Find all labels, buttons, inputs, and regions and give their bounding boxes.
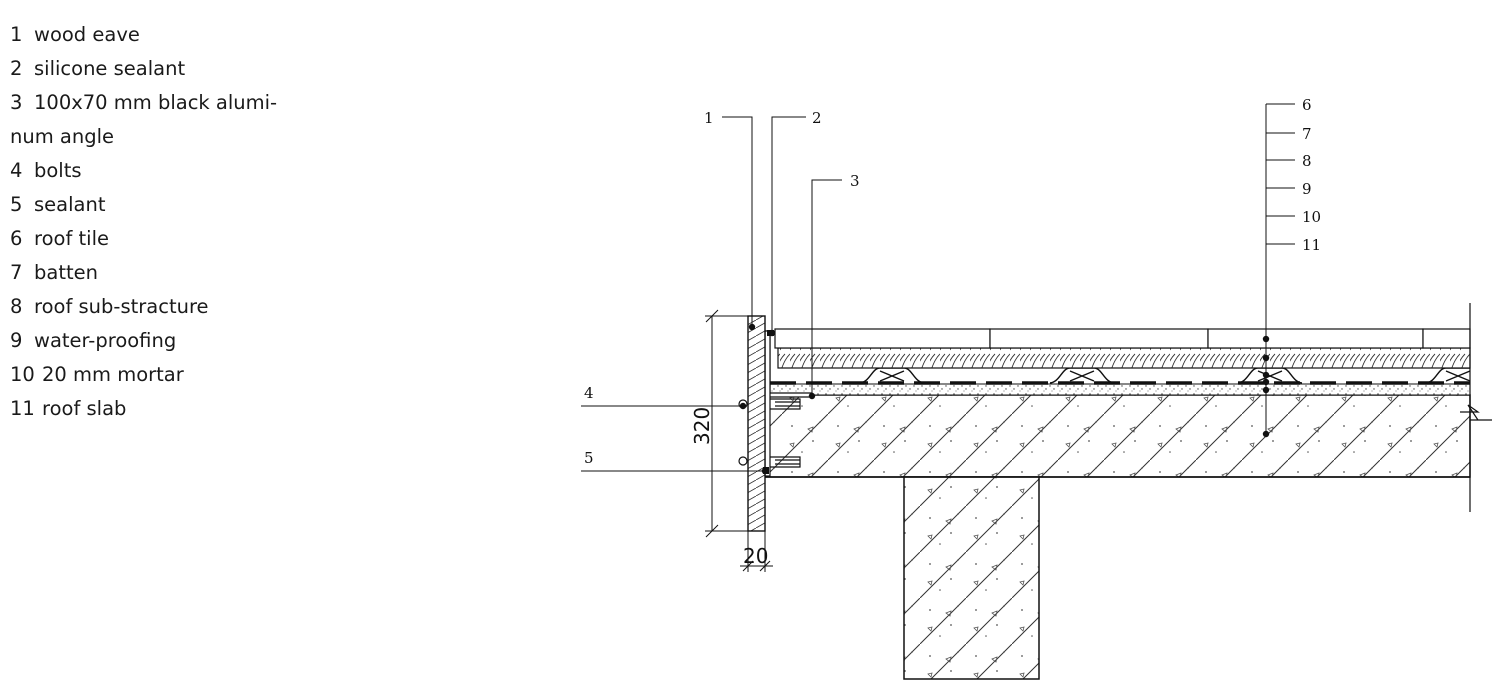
leader-dot <box>1262 386 1270 394</box>
legend-text: roof tile <box>34 227 109 250</box>
thickness-dimension <box>740 531 773 572</box>
legend-item: 10 20 mm mortar <box>10 358 350 392</box>
callout-4: 4 <box>584 384 594 402</box>
leader-dot <box>1262 371 1270 379</box>
tick <box>759 560 771 572</box>
legend-text: water-proofing <box>34 329 177 352</box>
legend-text: wood eave <box>34 23 140 46</box>
legend-number: 6 <box>10 227 23 250</box>
roof-tile <box>1422 328 1471 349</box>
leader-2 <box>771 116 806 333</box>
concrete-beam <box>903 476 1040 680</box>
legend-item: 11 roof slab <box>10 392 350 426</box>
batten-cross <box>879 370 905 382</box>
roof-tile <box>989 328 1209 349</box>
tick <box>705 309 719 323</box>
bolt <box>770 398 801 410</box>
roof-tile <box>774 328 991 349</box>
roof-sub-structure <box>777 347 1471 369</box>
break-symbol <box>1460 404 1492 421</box>
legend-list: 1 wood eave 2 silicone sealant 3 100x70 mm … <box>10 18 350 426</box>
tick <box>742 560 754 572</box>
legend-item: 1 wood eave <box>10 18 350 52</box>
legend-number: 4 <box>10 159 23 182</box>
batten-cross <box>1069 370 1095 382</box>
callout-9: 9 <box>1302 180 1312 198</box>
leader-3 <box>811 179 842 396</box>
mortar-layer <box>767 383 1471 396</box>
leader-dot <box>808 392 816 400</box>
legend-text: 20 mm mortar <box>42 363 184 386</box>
bolt-head <box>738 456 748 466</box>
batten-group <box>859 367 1471 384</box>
legend-text: bolts <box>34 159 82 182</box>
legend-item-continuation: num angle <box>10 120 350 154</box>
callout-2: 2 <box>812 109 822 127</box>
bolt <box>770 456 801 468</box>
legend-number: 11 <box>10 397 35 420</box>
roof-tile-group <box>774 328 1471 349</box>
leader-dots <box>739 323 1270 475</box>
leader-dot <box>1262 378 1270 386</box>
legend-text: sealant <box>34 193 106 216</box>
legend-number: 5 <box>10 193 23 216</box>
callout-7: 7 <box>1302 125 1312 143</box>
leader-dot <box>748 323 756 331</box>
wood-eave-board <box>747 315 766 532</box>
legend-number: 10 <box>10 363 35 386</box>
roof-slab <box>764 394 1471 478</box>
thickness-dimension-value: 20 <box>743 544 768 568</box>
leader-1 <box>722 116 753 327</box>
batten-cross <box>1445 370 1471 382</box>
legend-text: num angle <box>10 125 115 148</box>
legend-number: 3 <box>10 91 23 114</box>
leader-dot <box>1262 430 1270 438</box>
callout-11: 11 <box>1302 236 1321 254</box>
callout-10: 10 <box>1302 208 1321 226</box>
legend-number: 8 <box>10 295 23 318</box>
legend-text: roof sub-stracture <box>34 295 209 318</box>
legend-number: 7 <box>10 261 23 284</box>
legend-text: 100x70 mm black alumi- <box>34 91 278 114</box>
batten-cross <box>1257 370 1283 382</box>
tick <box>705 524 719 538</box>
callout-1: 1 <box>704 109 714 127</box>
leader-dot <box>739 402 747 410</box>
legend-text: roof slab <box>42 397 127 420</box>
callout-3: 3 <box>850 172 860 190</box>
height-dimension-value: 320 <box>690 407 714 445</box>
roof-tile <box>1207 328 1424 349</box>
legend-number: 2 <box>10 57 23 80</box>
legend-number: 9 <box>10 329 23 352</box>
leader-dot <box>761 467 769 475</box>
legend-item: 5 sealant <box>10 188 350 222</box>
legend-text: silicone sealant <box>34 57 186 80</box>
legend-item: 2 silicone sealant <box>10 52 350 86</box>
callout-6: 6 <box>1302 96 1312 114</box>
aluminium-angle-vertical <box>764 330 771 477</box>
callout-5: 5 <box>584 449 594 467</box>
legend-item: 4 bolts <box>10 154 350 188</box>
legend-number: 1 <box>10 23 23 46</box>
legend-item: 6 roof tile <box>10 222 350 256</box>
legend-item: 3 100x70 mm black alumi- <box>10 86 350 120</box>
legend-item: 9 water-proofing <box>10 324 350 358</box>
legend-item: 8 roof sub-stracture <box>10 290 350 324</box>
leader-dot <box>768 329 776 337</box>
legend-item: 7 batten <box>10 256 350 290</box>
height-dimension <box>705 309 748 538</box>
legend-text: batten <box>34 261 98 284</box>
leader-dot <box>1262 354 1270 362</box>
leader-dot <box>1262 335 1270 343</box>
callout-8: 8 <box>1302 152 1312 170</box>
